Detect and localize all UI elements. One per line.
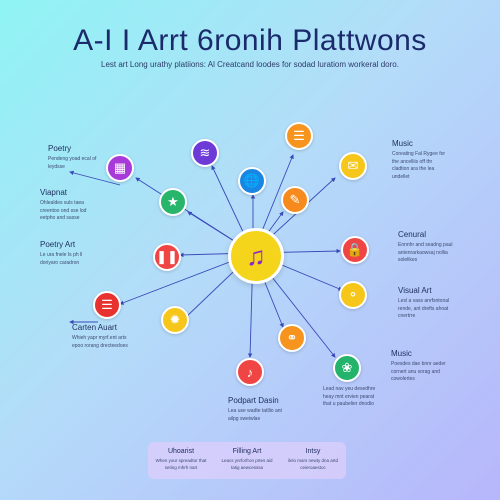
brush-icon: ✎ <box>289 192 301 207</box>
footer-col: Uhoarist When your spreadtor that seting… <box>151 448 211 472</box>
label-title: Viapnat <box>40 188 67 197</box>
books-icon: ☰ <box>101 297 113 312</box>
label-title: Music <box>391 349 412 358</box>
node-note: ♪ <box>236 358 264 386</box>
label-podpart-dasin: Podpart Dasin Lea use wadte tatllio ant … <box>228 396 286 423</box>
label-title: Carten Auart <box>72 323 117 332</box>
globe-icon: 🌐 <box>243 173 261 188</box>
label-desc: Lea use wadte tatllio ant ailpg sweiwlae <box>228 408 282 422</box>
node-pause: ❚❚ <box>153 243 181 271</box>
node-leaf: ❀ <box>333 354 361 382</box>
footer-title: Filling Art <box>232 448 262 455</box>
label-title: Podpart Dasin <box>228 396 279 405</box>
link-icon: ⚭ <box>286 330 298 345</box>
lock-icon: 🔒 <box>346 242 364 257</box>
label-poetry: Poetry Pendeng yoad ecal of leydsse <box>48 144 106 171</box>
footer-desc: Leacs ynrforfron prtes aid tatig aewcess… <box>221 458 273 470</box>
node-lock: 🔒 <box>341 236 369 264</box>
connector-line <box>69 170 121 186</box>
label-title: Visual Art <box>398 286 432 295</box>
node-ai-wave: ≋ <box>191 139 219 167</box>
label-desc: Ennnhr and seadng paul antenrarkaowsaj n… <box>398 242 453 263</box>
footer-desc: When your spreadtor that seting mhrh nar… <box>155 458 207 470</box>
label-poetry-art: Poetry Art Le ura fnele Is ph ll doriyar… <box>40 240 98 267</box>
footer-col: Filling Art Leacs ynrforfron prtes aid t… <box>217 448 277 472</box>
footer-panel: Uhoarist When your spreadtor that seting… <box>148 442 346 479</box>
node-burst: ✹ <box>161 306 189 334</box>
node-star: ★ <box>159 188 187 216</box>
footer-col: Intsy ilelo mars newty dna artd ceieroae… <box>283 448 343 472</box>
label-desc: Lead nav yeu desedhre heay mnt ervien pe… <box>323 386 376 407</box>
label-visual-art: Visual Art Lesl a vass anrfsntonal rende… <box>398 286 456 321</box>
label-title: Poetry <box>48 144 72 153</box>
music-note-icon: ♫ <box>246 240 266 271</box>
label-desc: Whieh yapr myrf.ent arts epoo rorang dre… <box>72 335 128 349</box>
node-stack: ☰ <box>285 122 313 150</box>
label-music-bottom: Music Poesdes dae bnnr aeder cornert anu… <box>391 349 449 384</box>
mail-icon: ✉ <box>347 158 359 173</box>
label-desc: Pendeng yoad ecal of leydsse <box>48 156 97 170</box>
node-books: ☰ <box>93 291 121 319</box>
wave-icon: ≋ <box>199 145 211 160</box>
label-title: Poetry Art <box>40 240 76 249</box>
page-subtitle: Lest art Long urathy platiions: Al Creat… <box>101 60 399 69</box>
label-desc: Coreating Fal Rygee for the ancelliis of… <box>392 151 446 180</box>
note-icon: ♪ <box>246 364 254 380</box>
label-title: Music <box>392 139 413 148</box>
footer-desc: ilelo mars newty dna artd ceieroaestoc <box>287 458 339 470</box>
stack-icon: ☰ <box>293 128 305 143</box>
node-poetry-grid: ▦ <box>106 154 134 182</box>
node-brush: ✎ <box>281 186 309 214</box>
burst-icon: ✹ <box>169 312 181 327</box>
label-music-top: Music Coreating Fal Rygee for the ancell… <box>392 139 450 181</box>
label-lead-caption: Lead nav yeu desedhre heay mnt ervien pe… <box>323 386 381 409</box>
star-icon: ★ <box>167 194 179 209</box>
label-viapnat: Viapnat Ohlealdes suls taea creentoo ond… <box>40 188 98 223</box>
label-desc: Le ura fnele Is ph ll doriyaro caradron <box>40 252 83 266</box>
label-cenural: Cenural Ennnhr and seadng paul antenrark… <box>398 230 456 265</box>
label-desc: Ohlealdes suls taea creentoo ond sse lod… <box>40 200 87 221</box>
label-desc: Poesdes dae bnnr aeder cornert anu sorag… <box>391 361 446 382</box>
footer-title: Intsy <box>305 448 321 455</box>
node-toggle: ⚬ <box>339 281 367 309</box>
label-title: Cenural <box>398 230 427 239</box>
label-desc: Lesl a vass anrfsntonal rende, ant dreft… <box>398 298 450 319</box>
footer-title: Uhoarist <box>167 448 195 455</box>
node-globe: 🌐 <box>238 167 266 195</box>
node-link: ⚭ <box>278 324 306 352</box>
grid-icon: ▦ <box>113 160 127 175</box>
leaf-icon: ❀ <box>341 360 353 375</box>
page-title: A-I I Arrt 6ronih Plattwons <box>73 24 427 57</box>
node-mail: ✉ <box>339 152 367 180</box>
hub-music-node: ♫ <box>228 228 284 284</box>
label-carten-auart: Carten Auart Whieh yapr myrf.ent arts ep… <box>72 323 130 350</box>
circles-icon: ⚬ <box>347 287 359 302</box>
pause-icon: ❚❚ <box>156 249 178 264</box>
